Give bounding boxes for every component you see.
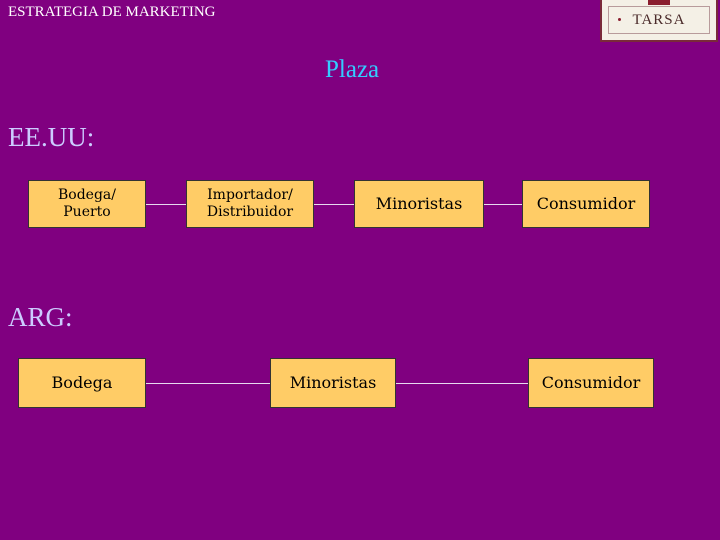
flow-node-bodega: Bodega — [18, 358, 146, 408]
flow-node-label: Minoristas — [289, 373, 377, 393]
logo-frame: TARSA — [608, 6, 710, 34]
flow-node-minoristas-usa: Minoristas — [354, 180, 484, 228]
section-label-usa: EE.UU: — [8, 122, 95, 152]
flow-node-label: Importador/ Distribuidor — [206, 187, 294, 220]
flow-node-label: Minoristas — [375, 194, 463, 214]
connector-usa-3 — [484, 204, 522, 205]
section-label-arg: ARG: — [8, 302, 73, 332]
logo-wordmark: TARSA — [632, 11, 686, 28]
logo-ribbon — [648, 0, 670, 5]
flow-node-label: Bodega — [51, 373, 113, 393]
flow-node-label: Consumidor — [536, 194, 636, 214]
connector-usa-1 — [146, 204, 186, 205]
flow-node-minoristas-arg: Minoristas — [270, 358, 396, 408]
flow-node-label: Bodega/ Puerto — [58, 187, 116, 220]
connector-arg-2 — [396, 383, 528, 384]
flow-node-consumidor-usa: Consumidor — [522, 180, 650, 228]
flow-node-bodega-puerto: Bodega/ Puerto — [28, 180, 146, 228]
header-title: ESTRATEGIA DE MARKETING — [8, 4, 216, 20]
logo-dot — [618, 18, 621, 21]
slide-title: Plaza — [325, 56, 380, 83]
company-logo: TARSA — [600, 0, 718, 42]
flow-node-importador-distribuidor: Importador/ Distribuidor — [186, 180, 314, 228]
connector-arg-1 — [146, 383, 270, 384]
flow-node-consumidor-arg: Consumidor — [528, 358, 654, 408]
flow-node-label: Consumidor — [541, 373, 641, 393]
connector-usa-2 — [314, 204, 354, 205]
